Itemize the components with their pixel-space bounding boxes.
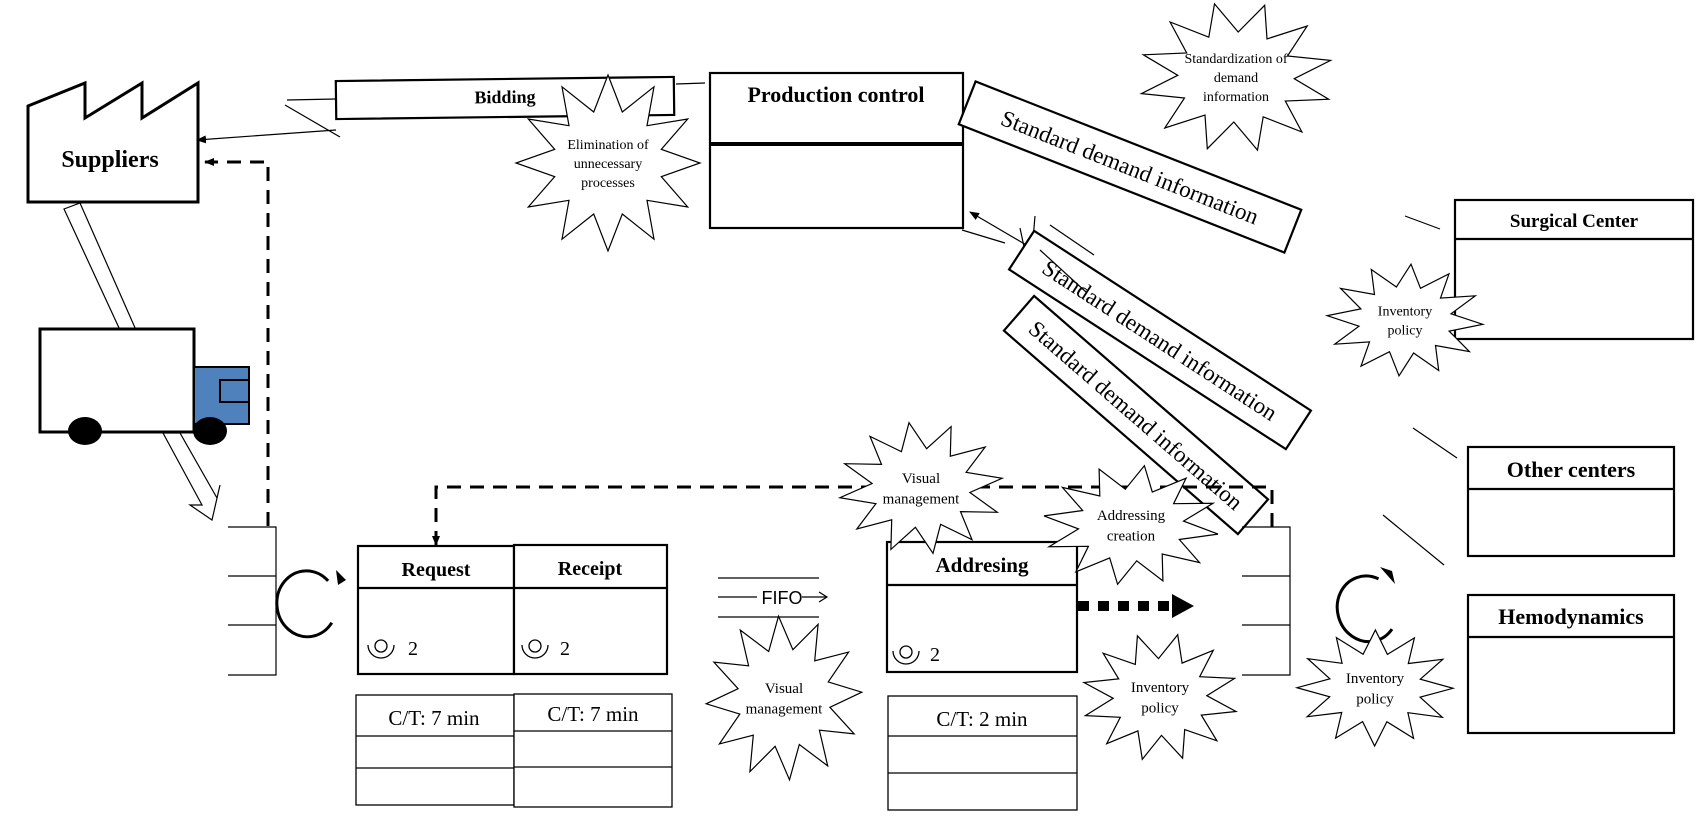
data-box-receipt: C/T: 7 min bbox=[513, 693, 673, 808]
suppliers-label: Suppliers bbox=[61, 147, 158, 173]
factory-icon bbox=[26, 80, 200, 204]
customer-hemodynamics[interactable]: Hemodynamics bbox=[1466, 593, 1676, 735]
kaizen-burst-label: management bbox=[746, 701, 823, 717]
kaizen-burst-label: creation bbox=[1107, 528, 1156, 544]
svg-text:2: 2 bbox=[930, 644, 940, 666]
bidding-label: Bidding bbox=[474, 87, 535, 108]
kaizen-burst[interactable]: Elimination of unnecessary processes bbox=[514, 73, 702, 253]
operator-icon bbox=[521, 639, 549, 659]
withdrawal-dashed-line bbox=[204, 158, 270, 526]
pull-circle-icon-left bbox=[275, 569, 346, 639]
production-control-box[interactable]: Production control bbox=[708, 71, 965, 230]
kaizen-burst[interactable]: Inventory policy bbox=[1294, 628, 1456, 748]
kaizen-burst-label: Visual bbox=[902, 471, 940, 487]
kaizen-burst-shape bbox=[704, 614, 864, 782]
fifo-lane: FIFO bbox=[718, 577, 829, 618]
kaizen-burst[interactable]: Inventory policy bbox=[1324, 262, 1486, 378]
svg-text:C/T: 7 min: C/T: 7 min bbox=[388, 706, 480, 730]
kaizen-burst-label: Visual bbox=[765, 681, 803, 697]
customer-surgical-center[interactable]: Surgical Center bbox=[1453, 198, 1695, 341]
kaizen-burst[interactable]: Visual management bbox=[837, 421, 1005, 555]
kaizen-burst-label: Inventory bbox=[1346, 671, 1405, 687]
svg-text:Surgical Center: Surgical Center bbox=[1510, 211, 1639, 232]
svg-text:2: 2 bbox=[560, 638, 570, 660]
process-receipt[interactable]: Receipt 2 bbox=[512, 543, 669, 676]
kaizen-burst-label: Standardization of bbox=[1184, 52, 1287, 67]
truck-icon bbox=[38, 327, 250, 445]
kaizen-burst-shape bbox=[514, 73, 702, 253]
customer-other-centers[interactable]: Other centers bbox=[1466, 445, 1676, 558]
push-arrow bbox=[1078, 594, 1194, 618]
kaizen-burst-label: Inventory bbox=[1378, 304, 1432, 319]
data-box-request: C/T: 7 min bbox=[355, 694, 515, 806]
kaizen-burst-label: Elimination of bbox=[567, 138, 649, 153]
production-control-label: Production control bbox=[747, 82, 924, 107]
kaizen-burst-shape bbox=[1324, 262, 1486, 378]
kaizen-burst[interactable]: Inventory policy bbox=[1082, 633, 1238, 761]
schedule-dashed-line bbox=[432, 485, 1274, 546]
fifo-label: FIFO bbox=[762, 588, 803, 608]
kaizen-burst-label: demand bbox=[1214, 71, 1258, 86]
kaizen-burst-shape bbox=[1082, 633, 1238, 761]
suppliers-factory[interactable]: Suppliers bbox=[26, 80, 200, 204]
kaizen-bursts: Elimination of unnecessary processes Standa… bbox=[514, 2, 1486, 782]
svg-text:2: 2 bbox=[408, 638, 418, 660]
svg-text:Addresing: Addresing bbox=[936, 553, 1029, 577]
svg-text:C/T: 2 min: C/T: 2 min bbox=[936, 707, 1028, 731]
svg-text:Receipt: Receipt bbox=[558, 558, 623, 580]
svg-text:C/T: 7 min: C/T: 7 min bbox=[547, 702, 639, 726]
kaizen-burst-label: unnecessary bbox=[574, 157, 642, 172]
kaizen-burst-label: information bbox=[1203, 90, 1269, 105]
kaizen-burst-label: processes bbox=[581, 176, 635, 191]
kaizen-burst-label: policy bbox=[1356, 691, 1394, 707]
svg-text:Hemodynamics: Hemodynamics bbox=[1498, 604, 1644, 629]
kaizen-burst-shape bbox=[837, 421, 1005, 555]
svg-text:Request: Request bbox=[402, 559, 471, 581]
process-request[interactable]: Request 2 bbox=[356, 544, 516, 676]
kaizen-burst-label: policy bbox=[1141, 700, 1179, 716]
kaizen-burst-label: management bbox=[883, 491, 960, 507]
kaizen-burst-shape bbox=[1139, 2, 1333, 152]
supermarket-right bbox=[1242, 526, 1291, 676]
kaizen-burst[interactable]: Addressing creation bbox=[1043, 464, 1219, 586]
kaizen-burst-label: Addressing bbox=[1097, 508, 1166, 524]
operator-icon bbox=[892, 645, 920, 665]
kaizen-burst-label: Inventory bbox=[1131, 680, 1190, 696]
kaizen-burst[interactable]: Standardization of demand information bbox=[1139, 2, 1333, 152]
kaizen-burst-shape bbox=[1294, 628, 1456, 748]
data-box-addresing: C/T: 2 min bbox=[887, 695, 1078, 811]
process-addresing[interactable]: Addresing 2 bbox=[885, 540, 1079, 674]
kaizen-burst[interactable]: Visual management bbox=[704, 614, 864, 782]
svg-text:Other centers: Other centers bbox=[1507, 457, 1636, 482]
operator-icon bbox=[367, 639, 395, 659]
supermarket-left bbox=[228, 526, 277, 676]
kaizen-burst-label: policy bbox=[1388, 323, 1423, 338]
kaizen-burst-shape bbox=[1043, 464, 1219, 586]
pull-circle-icon-right bbox=[1335, 567, 1395, 644]
